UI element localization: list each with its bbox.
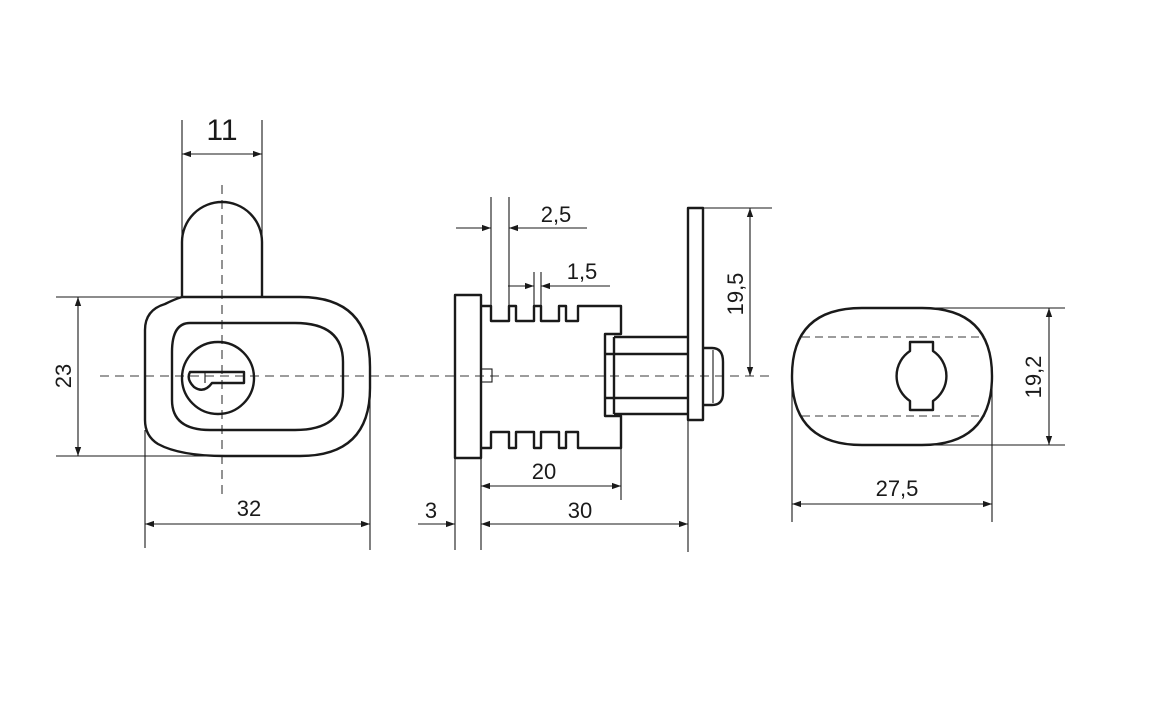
rear-view: 27,5 19,2 (790, 306, 1065, 522)
dim-label-rear-width: 27,5 (876, 476, 919, 501)
cam-plate (686, 206, 705, 422)
dim-label-flange-thickness: 3 (425, 498, 437, 523)
front-bezel (170, 321, 345, 432)
cylinder-pin (480, 368, 493, 383)
cam-tab (180, 200, 264, 297)
dim-label-key-width: 11 (206, 114, 237, 147)
dim-label-cam-height: 19,5 (723, 273, 748, 316)
dim-label-front-height: 23 (51, 364, 76, 388)
front-housing (143, 295, 372, 458)
dim-label-rear-height: 19,2 (1021, 356, 1046, 399)
dim-label-overall-length: 30 (568, 498, 592, 523)
dim-label-flange-gap: 2,5 (541, 202, 572, 227)
side-view: 2,5 1,5 19,5 20 3 30 (418, 197, 772, 552)
front-view: 11 23 32 (51, 114, 775, 550)
screw-head (703, 346, 725, 407)
rear-boss (895, 340, 948, 412)
cylinder-body (481, 304, 623, 450)
dim-label-body-length: 20 (532, 459, 556, 484)
dim-label-groove-width: 1,5 (567, 259, 598, 284)
rear-housing (790, 306, 994, 447)
dim-label-front-width: 32 (237, 496, 261, 521)
keyway (187, 370, 246, 391)
key-cylinder (180, 340, 256, 416)
